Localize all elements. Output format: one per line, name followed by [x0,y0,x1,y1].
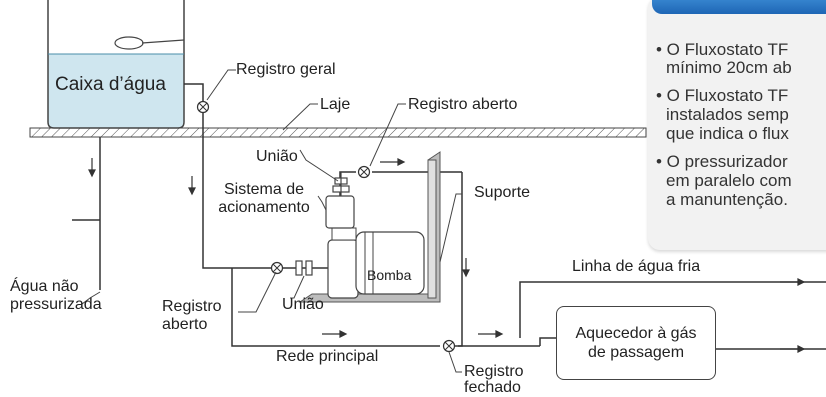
registro-aberto-bottom-label-1: Registro [162,298,222,315]
flow-arrows [88,158,806,353]
registro-aberto-bottom-label-2: aberto [162,316,208,333]
registro-aberto-bottom-valve-icon [270,261,284,275]
note-line: • O Fluxostato TF [656,86,789,105]
info-note-header: IM [652,0,826,14]
leader-lines [81,69,462,373]
laje-label: Laje [320,96,351,113]
registro-aberto-top-label: Registro aberto [408,96,518,113]
registro-fechado-label-1: Registro [464,363,524,380]
bomba-label: Bomba [367,267,412,283]
note-line: que indica o flux [666,124,789,143]
info-note-panel [648,0,826,250]
note-line: mínimo 20cm ab [666,58,792,77]
agua-nao-pressurizada-label-1: Água não [10,278,79,295]
registro-aberto-top-valve-icon [357,165,371,179]
note-line: a manuntenção. [666,190,788,209]
float-valve-icon [114,36,144,50]
note-line: instalados semp [666,105,789,124]
note-line: • O pressurizador [656,152,788,171]
sistema-acionamento-label-1: Sistema de [223,181,305,198]
caixa-dagua-label: Caixa d’água [55,74,166,95]
uniao-bottom-label: União [282,296,324,313]
linha-agua-fria-label: Linha de água fria [572,258,701,275]
registro-geral-valve-icon [196,100,210,114]
water-tank [47,0,185,129]
uniao-top-fitting-icon [332,172,350,196]
uniao-bottom-fitting-icon [295,260,313,276]
aquecedor-label-1: Aquecedor à gás [575,325,697,342]
rede-principal-label: Rede principal [276,348,379,365]
pump-support [298,151,441,303]
suporte-label: Suporte [474,184,531,201]
slab [29,127,647,138]
aquecedor-label-2: de passagem [587,344,685,361]
pump [327,217,425,299]
agua-nao-pressurizada-label-2: pressurizada [10,296,102,313]
note-line: • O Fluxostato TF [656,40,789,59]
acionamento-unit [325,195,355,229]
sistema-acionamento-label-2: acionamento [218,199,310,216]
uniao-top-label: União [256,148,298,165]
registro-fechado-valve-icon [442,339,456,353]
note-line: em paralelo com [666,171,792,190]
aquecedor-box: Aquecedor à gás de passagem [556,306,716,380]
registro-fechado-label-2: fechado [464,379,521,396]
registro-geral-label: Registro geral [236,61,336,78]
